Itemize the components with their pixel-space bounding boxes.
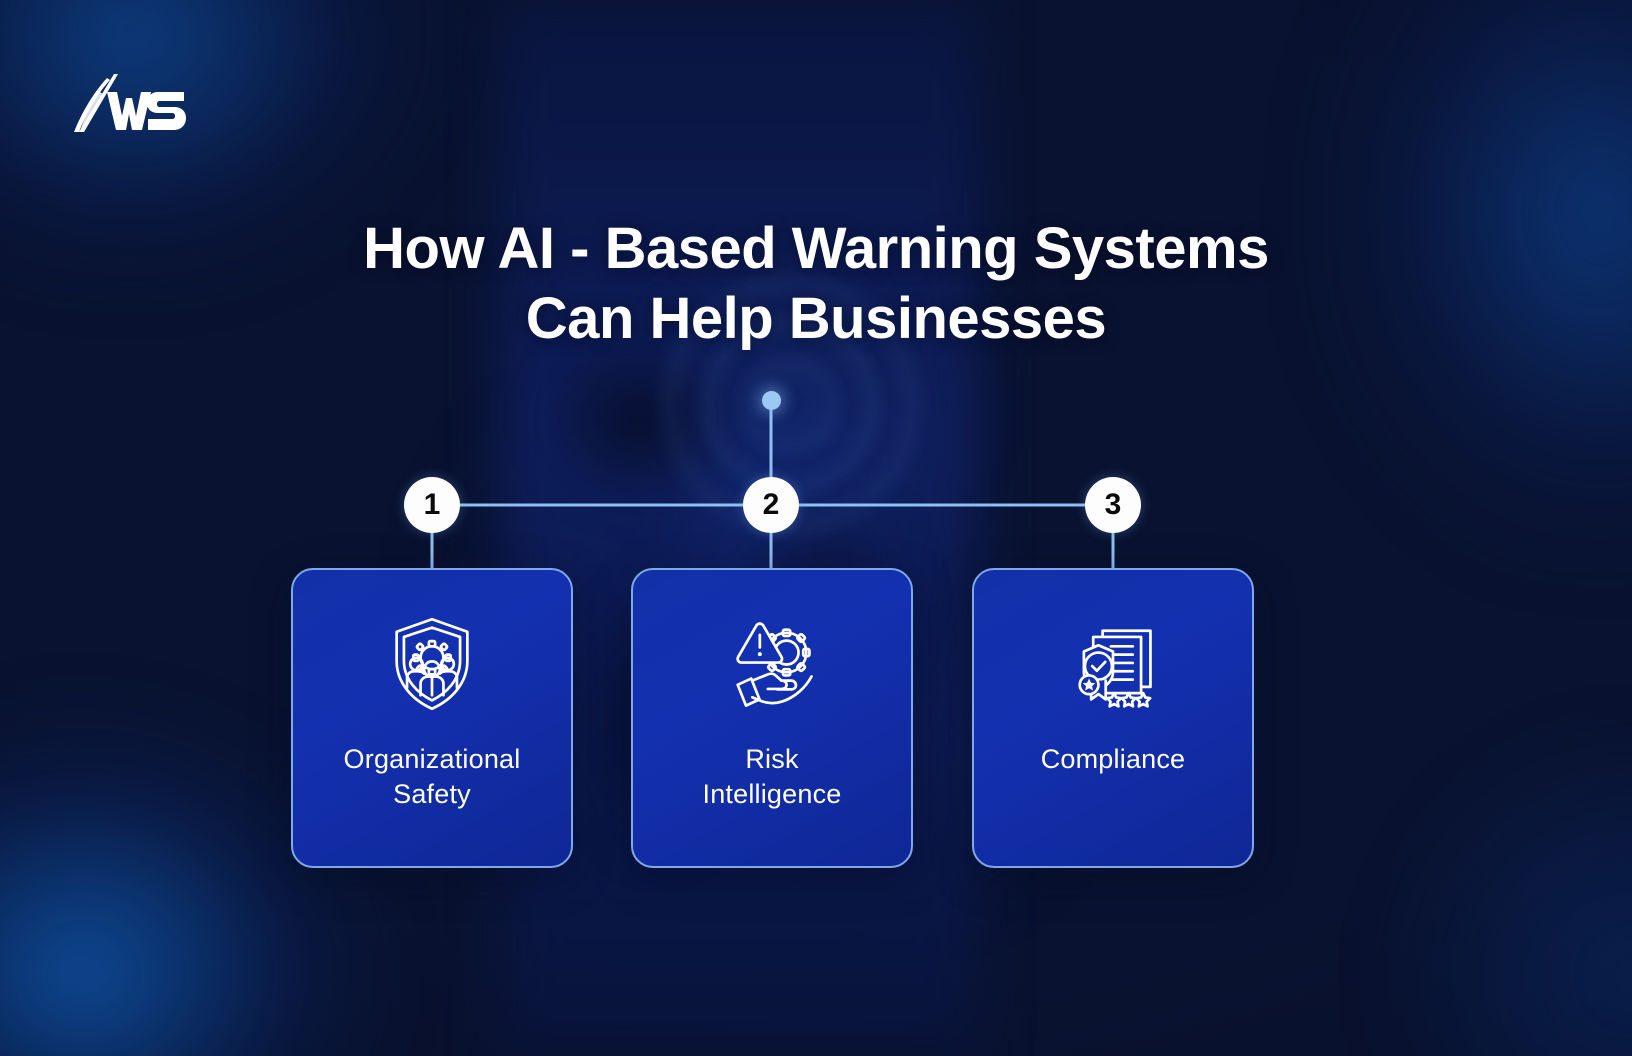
card-label-compliance: Compliance [1023, 742, 1204, 777]
page-title-line-1: How AI - Based Warning Systems [363, 215, 1269, 281]
card-organizational-safety[interactable]: Organizational Safety [291, 568, 573, 868]
page-title-line-2: Can Help Businesses [525, 285, 1107, 351]
hand-warning-gear-icon [716, 608, 828, 720]
step-node-2[interactable]: 2 [743, 477, 799, 533]
step-node-2-number: 2 [762, 488, 780, 521]
step-node-1[interactable]: 1 [404, 477, 460, 533]
card-label-line-1: Risk [745, 744, 799, 774]
pulse-dot [761, 390, 781, 410]
step-node-1-number: 1 [423, 488, 441, 521]
card-label-organizational-safety: Organizational Safety [326, 742, 539, 812]
card-compliance[interactable]: Compliance [972, 568, 1254, 868]
step-node-3[interactable]: 3 [1085, 477, 1141, 533]
glow-bottom-right [1372, 716, 1632, 1056]
card-risk-intelligence[interactable]: Risk Intelligence [631, 568, 913, 868]
step-node-3-number: 3 [1104, 488, 1122, 521]
card-label-line-2: Intelligence [702, 779, 842, 809]
card-label-line-1: Organizational [343, 744, 521, 774]
certificate-documents-stars-icon [1057, 608, 1169, 720]
card-label-line-1: Compliance [1040, 744, 1186, 774]
card-label-risk-intelligence: Risk Intelligence [685, 742, 860, 812]
ws-logo [66, 72, 190, 134]
shield-people-gear-icon [376, 608, 488, 720]
card-label-line-2: Safety [393, 779, 471, 809]
page-title: How AI - Based Warning Systems Can Help … [0, 214, 1632, 354]
